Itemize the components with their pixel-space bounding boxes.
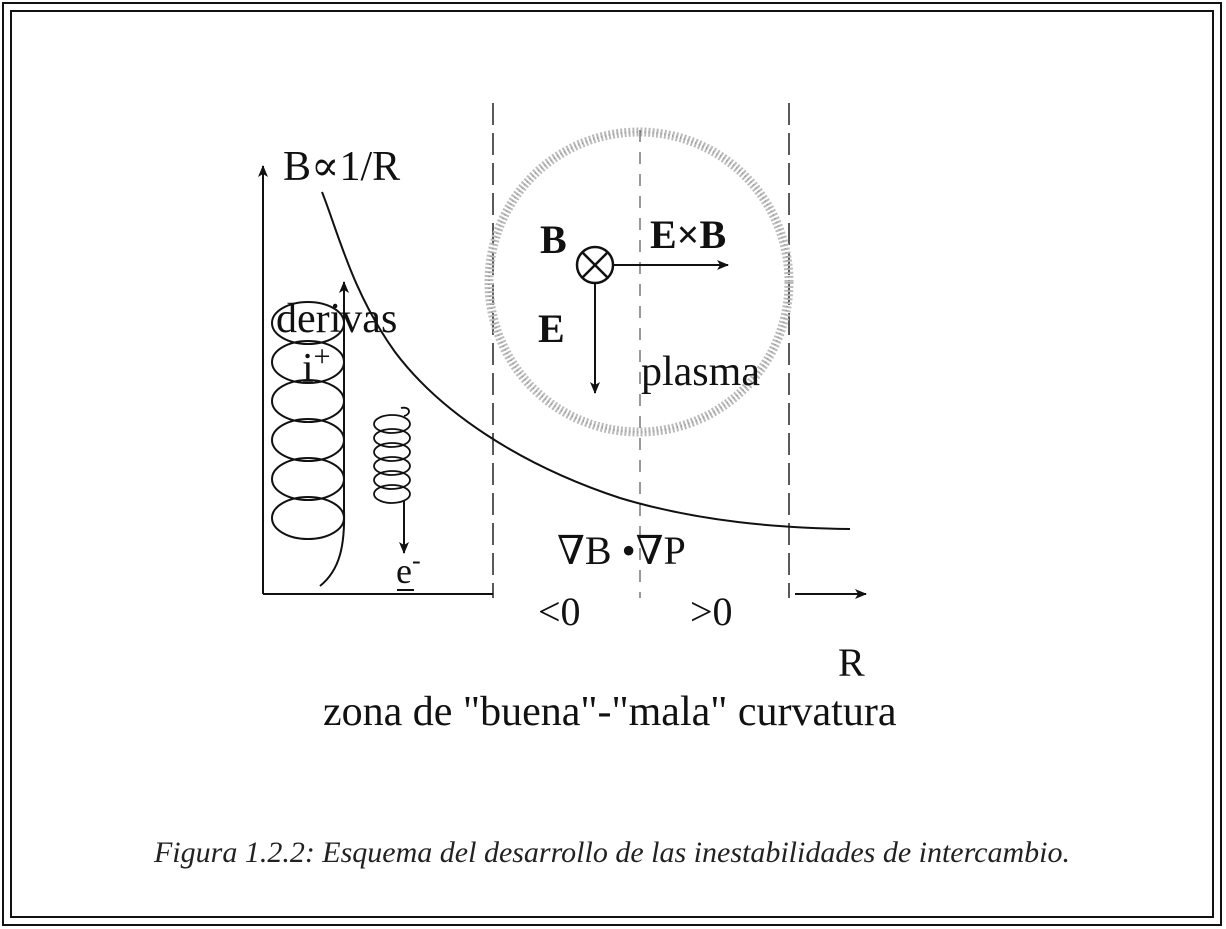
electron-helix (373, 406, 411, 504)
ion-label: i+ (302, 340, 331, 392)
plasma-label: plasma (641, 349, 760, 395)
figure-caption: Figura 1.2.2: Esquema del desarrollo de … (153, 836, 1070, 869)
b-into-page-icon (575, 245, 615, 285)
ion-helix (271, 301, 346, 587)
one-over-r-curve (321, 191, 851, 530)
inner-border (10, 10, 1214, 918)
electron-charge: - (412, 546, 421, 575)
electron-label: e- (396, 546, 421, 591)
exb-label: E×B (650, 212, 726, 257)
less-zero-label: <0 (538, 589, 581, 634)
ion-symbol: i (302, 346, 314, 392)
gradient-label: ∇B •∇P (557, 528, 686, 573)
ion-charge: + (314, 340, 331, 373)
electron-symbol: e (396, 551, 412, 591)
r-axis-label: R (838, 640, 865, 685)
exb-e: E× (650, 212, 699, 257)
drifts-label: derivas (276, 296, 397, 342)
greater-zero-label: >0 (690, 589, 733, 634)
b-axis-label: B∝1/R (283, 144, 400, 190)
b-field-label: B (540, 217, 567, 262)
zone-label: zona de "buena"-"mala" curvatura (323, 689, 897, 735)
e-field-label: E (538, 306, 565, 351)
exb-b: B (699, 212, 726, 257)
plasma-ring-inner (488, 131, 790, 433)
